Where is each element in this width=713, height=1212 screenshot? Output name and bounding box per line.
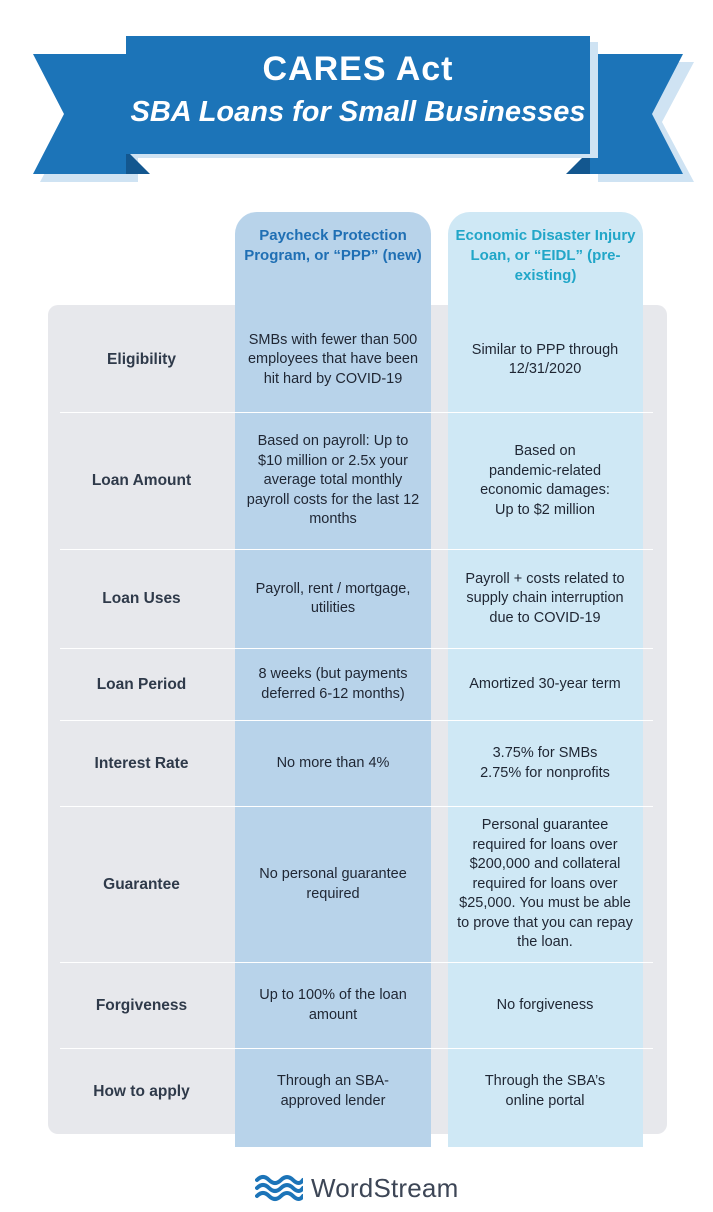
ppp-cell: Based on payroll: Up to $10 million or 2…	[246, 433, 420, 528]
ribbon-graphic	[33, 36, 694, 182]
banner-subtitle: SBA Loans for Small Businesses	[130, 96, 586, 128]
row-how-to-apply: How to apply Through an SBA-approved len…	[48, 1049, 667, 1134]
title-banner: CARES Act SBA Loans for Small Businesses	[0, 0, 713, 200]
eidl-column-header: Economic Disaster Injury Loan, or “EIDL”…	[455, 227, 636, 284]
ppp-cell: 8 weeks (but payments deferred 6-12 mont…	[258, 666, 408, 702]
eidl-cell: Personal guarantee required for loans ov…	[457, 817, 633, 951]
row-label: Guarantee	[103, 875, 180, 893]
banner-title: CARES Act	[262, 50, 454, 88]
logo-text: WordStream	[311, 1172, 459, 1203]
ppp-cell: Through an SBA-approved lender	[276, 1073, 390, 1109]
ppp-column-header: Paycheck Protection Program, or “PPP” (n…	[244, 227, 422, 264]
eidl-cell: Through the SBA’s online portal	[484, 1073, 606, 1109]
row-loan-amount: Loan Amount Based on payroll: Up to $10 …	[48, 413, 667, 549]
row-divider	[60, 1048, 653, 1049]
row-label: Loan Amount	[91, 472, 192, 489]
row-label: Eligibility	[107, 351, 176, 368]
wave-logo-icon	[255, 1175, 303, 1201]
row-divider	[60, 412, 653, 413]
ppp-cell: No more than 4%	[276, 754, 390, 771]
eidl-column	[448, 212, 643, 1147]
row-divider	[60, 806, 653, 807]
row-divider	[60, 962, 653, 963]
row-divider	[60, 720, 653, 721]
row-interest-rate: Interest Rate No more than 4% 3.75% for …	[48, 721, 667, 806]
row-divider	[60, 549, 653, 550]
row-label: How to apply	[93, 1082, 190, 1100]
ppp-column	[235, 212, 431, 1147]
ppp-cell: Payroll, rent / mortgage, utilities	[255, 580, 411, 617]
eidl-cell: Similar to PPP through 12/31/2020	[471, 341, 619, 378]
eidl-cell: No forgiveness	[496, 996, 594, 1013]
row-guarantee: Guarantee No personal guarantee required…	[48, 807, 667, 962]
row-label: Forgiveness	[95, 996, 188, 1014]
row-loan-uses: Loan Uses Payroll, rent / mortgage, util…	[48, 550, 667, 648]
row-loan-period: Loan Period 8 weeks (but payments deferr…	[48, 649, 667, 720]
row-forgiveness: Forgiveness Up to 100% of the loan amoun…	[48, 963, 667, 1048]
row-label: Loan Period	[96, 675, 187, 693]
row-label: Interest Rate	[94, 754, 189, 772]
ppp-cell: Up to 100% of the loan amount	[259, 987, 407, 1023]
row-divider	[60, 648, 653, 649]
eidl-cell: Payroll + costs related to supply chain …	[465, 570, 625, 626]
eidl-cell: Based on pandemic-related economic damag…	[480, 443, 610, 518]
eidl-cell: Amortized 30-year term	[469, 675, 621, 692]
row-label: Loan Uses	[102, 590, 181, 607]
ppp-cell: No personal guarantee required	[259, 866, 407, 902]
wordstream-logo: WordStream	[255, 1170, 458, 1206]
row-eligibility: Eligibility SMBs with fewer than 500 emp…	[48, 308, 667, 412]
ppp-cell: SMBs with fewer than 500 employees that …	[247, 331, 419, 387]
eidl-cell: 3.75% for SMBs 2.75% for nonprofits	[480, 745, 610, 781]
